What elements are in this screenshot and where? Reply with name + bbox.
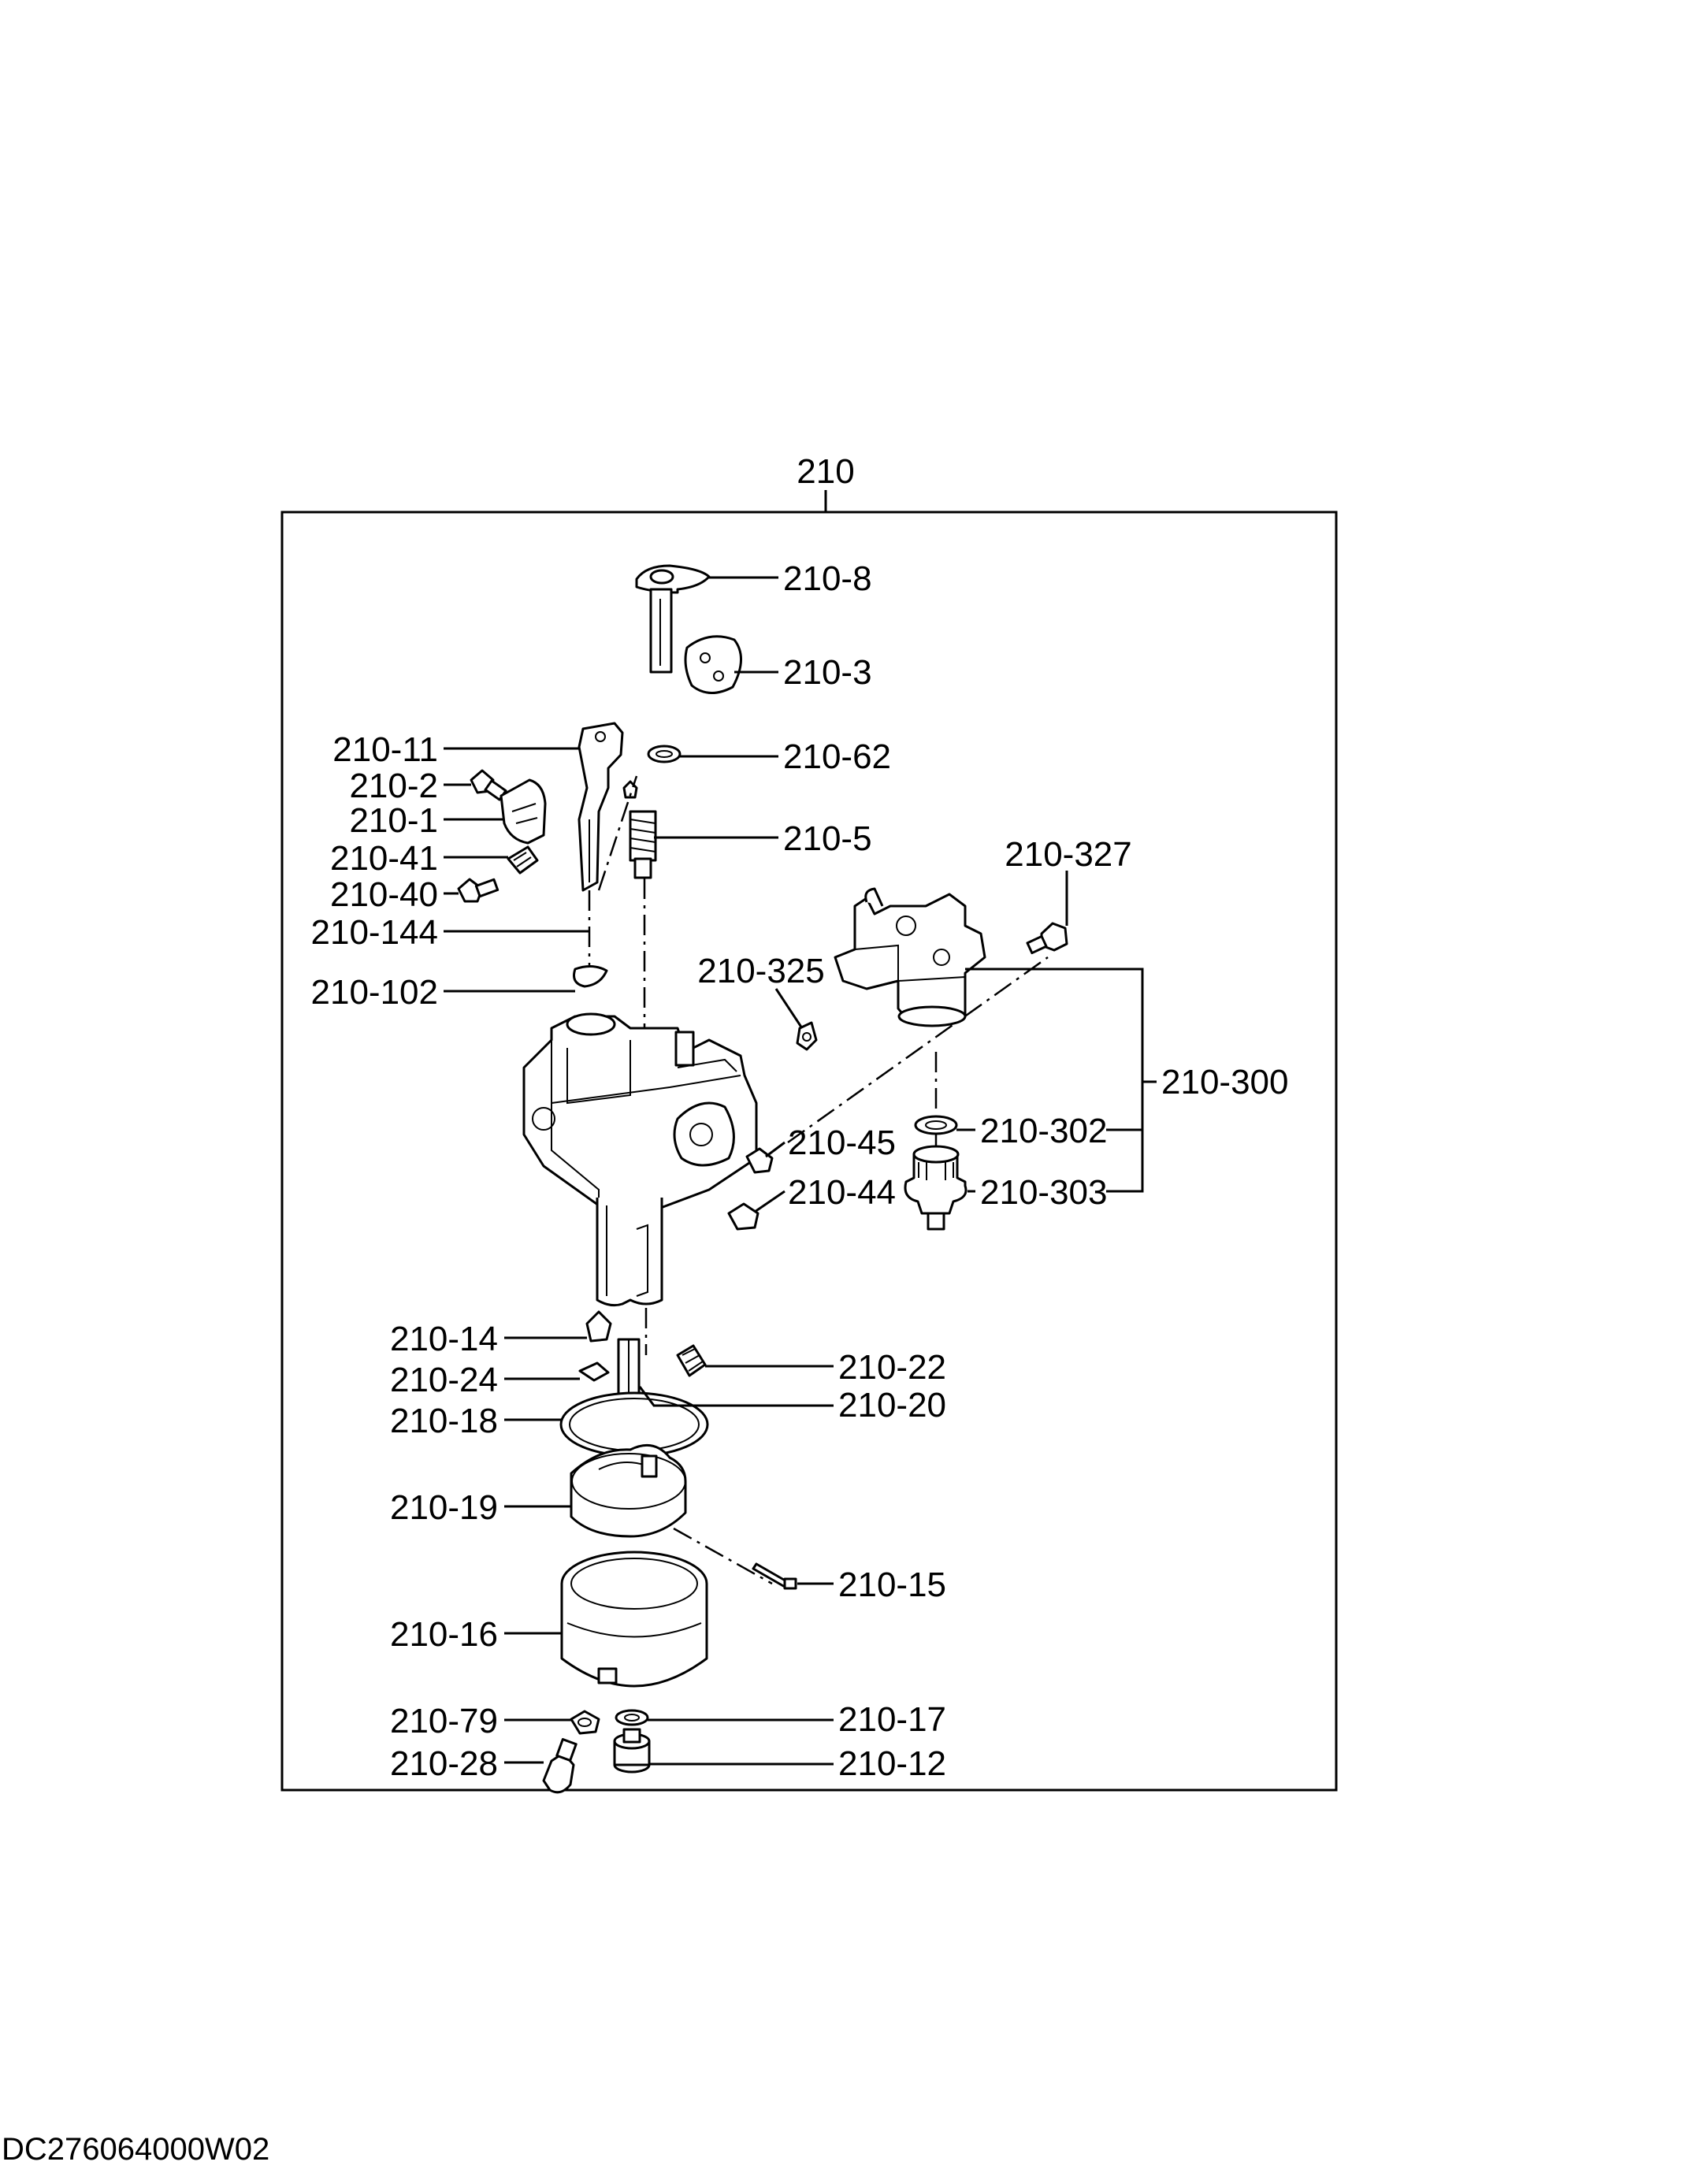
callout-210-325: 210-325 (697, 952, 824, 990)
bowl-nut-12-part (613, 1728, 651, 1774)
callout-210-16: 210-16 (390, 1615, 498, 1654)
choke-plate-part (500, 778, 547, 845)
callout-210-12: 210-12 (838, 1744, 946, 1783)
callout-210-8: 210-8 (783, 559, 872, 598)
callout-210-102: 210-102 (311, 973, 438, 1012)
screw-327-part (1026, 922, 1068, 955)
callout-210-144: 210-144 (311, 913, 438, 952)
gasket-17-part (615, 1709, 649, 1726)
callout-210-17: 210-17 (838, 1700, 946, 1739)
idle-screw-part (622, 780, 657, 879)
fuel-stem-part (596, 1198, 663, 1307)
elbow-28-part (542, 1738, 578, 1794)
callout-210-18: 210-18 (390, 1402, 498, 1440)
gasket-325-part (796, 1021, 818, 1051)
callout-labels: 210-8 210-3 210-11 210-62 210-2 210-1 21… (311, 559, 1289, 1783)
float-19-part (570, 1443, 687, 1538)
callout-210-28: 210-28 (390, 1744, 498, 1783)
callout-210-3: 210-3 (783, 653, 872, 692)
parts-illustration (457, 564, 1068, 1794)
callout-210-44: 210-44 (788, 1173, 896, 1212)
washer-62-part (647, 745, 682, 763)
choke-shaft-part (578, 722, 624, 892)
clip-14-part (585, 1310, 612, 1343)
choke-housing-part (834, 887, 986, 1027)
callout-210-5: 210-5 (783, 819, 872, 858)
callout-210-14: 210-14 (390, 1320, 498, 1358)
callout-210-24: 210-24 (390, 1361, 498, 1399)
callout-210-11: 210-11 (332, 730, 438, 769)
leader-lines (444, 576, 1157, 1766)
callout-210-327: 210-327 (1005, 835, 1131, 874)
callout-210-40: 210-40 (330, 875, 438, 914)
callout-210-302: 210-302 (980, 1112, 1107, 1150)
callout-210-2: 210-2 (349, 767, 438, 805)
carburetor-body-part (522, 1012, 758, 1215)
callout-210-22: 210-22 (838, 1348, 946, 1387)
gasket-18-part (559, 1391, 709, 1458)
spring-22-part (676, 1344, 707, 1377)
fitting-44-part (727, 1202, 760, 1231)
callout-210-79: 210-79 (390, 1702, 498, 1740)
drain-screw-79-part (570, 1710, 600, 1735)
callout-210-19: 210-19 (390, 1488, 498, 1527)
callout-210-45: 210-45 (788, 1124, 896, 1162)
callout-210-15: 210-15 (838, 1566, 946, 1604)
throttle-shaft-part (635, 564, 711, 674)
float-pin-part (617, 1338, 641, 1400)
float-axle-part (752, 1562, 797, 1590)
throttle-plate-part (684, 635, 742, 694)
assembly-label: 210 (797, 452, 854, 491)
fitting-45-part (745, 1147, 774, 1174)
clip-24-part (578, 1361, 610, 1382)
callout-210-1: 210-1 (349, 801, 438, 840)
gasket-302-part (914, 1115, 958, 1135)
callout-210-303: 210-303 (980, 1173, 1107, 1212)
document-code: DC276064000W02 (2, 2132, 270, 2167)
spring-41-part (507, 845, 539, 875)
callout-210-20: 210-20 (838, 1386, 946, 1424)
screw-40-part (457, 878, 500, 903)
solenoid-303-part (904, 1145, 967, 1231)
float-bowl-part (560, 1551, 708, 1688)
callout-210-41: 210-41 (330, 839, 438, 878)
callout-210-300: 210-300 (1161, 1063, 1288, 1101)
clip-102-part (573, 965, 608, 988)
callout-210-62: 210-62 (783, 737, 891, 776)
assembly-frame (280, 511, 1338, 1792)
